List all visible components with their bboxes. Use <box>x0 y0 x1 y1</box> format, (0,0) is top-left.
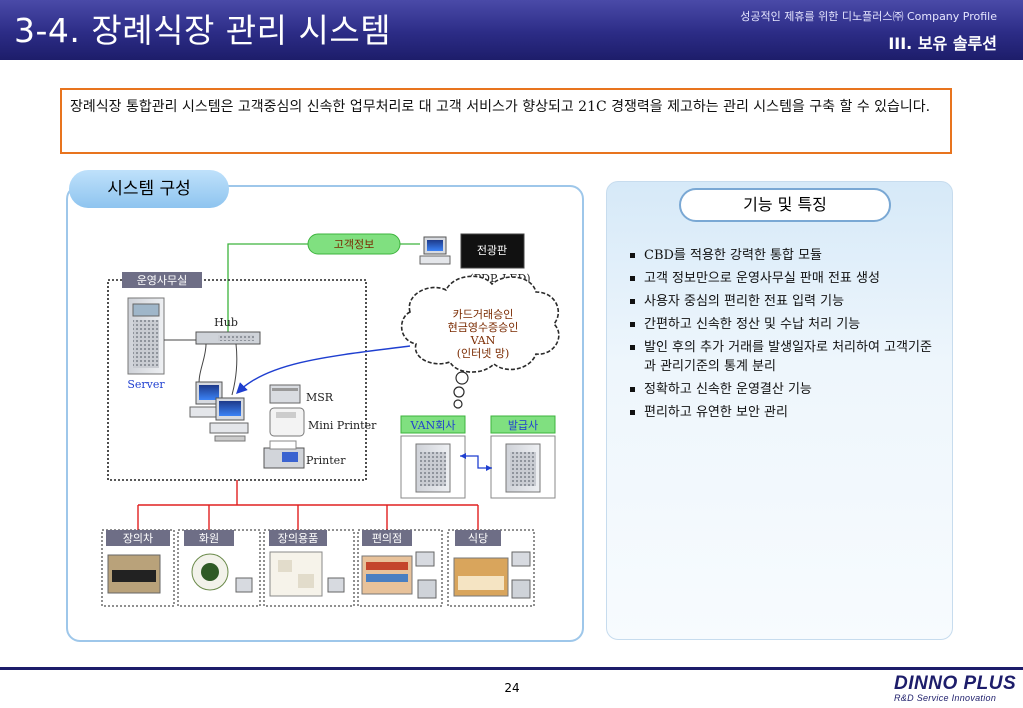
department-funeral-car: 장의차 <box>101 529 175 607</box>
page-title: 3-4. 장례식장 관리 시스템 <box>14 11 392 50</box>
department-label: 장의차 <box>123 532 153 545</box>
store-pc-icon <box>415 551 435 567</box>
feature-item: CBD를 적용한 강력한 통합 모듈 <box>628 246 938 265</box>
features-heading: 기능 및 특징 <box>743 195 827 214</box>
pos-terminal-icon <box>511 579 531 599</box>
intro-box: 장례식장 통합관리 시스템은 고객중심의 신속한 업무처리로 대 고객 서비스가… <box>60 88 952 154</box>
features-panel <box>606 181 953 640</box>
department-connectors <box>137 480 479 530</box>
customer-info-connector <box>227 243 420 342</box>
office-badge: 운영사무실 <box>122 272 202 288</box>
cloud-line-2: 현금영수증승인 <box>448 321 519 334</box>
mini-printer-icon <box>269 407 305 437</box>
feature-item: 편리하고 유연한 보안 관리 <box>628 403 938 422</box>
system-heading-pill: 시스템 구성 <box>69 170 229 208</box>
msr-icon <box>269 384 301 404</box>
van-issuer-link <box>460 453 492 471</box>
pos-terminal-icon <box>417 579 437 599</box>
issuer-server-icon <box>490 435 556 499</box>
cloud-line-1: 카드거래승인 <box>453 308 514 321</box>
hub-pc2-cable <box>231 343 238 396</box>
feature-item: 사용자 중심의 편리한 전표 입력 기능 <box>628 292 938 311</box>
office-pc-2-icon <box>209 397 249 442</box>
client-pc-icon <box>419 236 451 265</box>
feature-item: 정확하고 신속한 운영결산 기능 <box>628 380 938 399</box>
server-label: Server <box>127 378 165 391</box>
msr-label: MSR <box>306 391 334 404</box>
department-restaurant: 식당 <box>447 529 535 607</box>
department-florist: 화원 <box>177 529 261 607</box>
display-board-label: 전광판 <box>477 244 507 257</box>
hub-icon <box>195 331 261 345</box>
printer-label: Printer <box>306 454 346 467</box>
printer-icon <box>263 440 305 469</box>
office-label: 운영사무실 <box>137 274 188 287</box>
logo-text: DINNO PLUS <box>894 673 1017 694</box>
issuer-badge: 발급사 <box>490 415 556 434</box>
display-board-icon: 전광판 <box>460 233 525 269</box>
department-label: 편의점 <box>372 532 402 545</box>
customer-info-badge: 고객정보 <box>307 233 401 255</box>
cloud-line-3: VAN <box>470 334 496 347</box>
page-number: 24 <box>504 681 520 695</box>
features-heading-pill: 기능 및 특징 <box>679 188 891 222</box>
system-heading: 시스템 구성 <box>107 179 191 199</box>
company-logo: DINNO PLUS R&D Service Innovation <box>894 673 1016 703</box>
thought-bubbles <box>453 371 469 409</box>
van-server-icon <box>400 435 466 499</box>
company-subtitle: 성공적인 제휴를 위한 디노플러스㈜ Company Profile <box>740 10 997 23</box>
customer-info-label: 고객정보 <box>334 238 374 251</box>
features-list: CBD를 적용한 강력한 통합 모듈 고객 정보만으로 운영사무실 판매 전표 … <box>628 246 938 426</box>
logo-tagline: R&D Service Innovation <box>894 693 997 703</box>
cloud-line-4: (인터넷 망) <box>457 347 510 360</box>
office-area <box>107 279 367 481</box>
hub-label: Hub <box>214 316 238 329</box>
feature-item: 발인 후의 추가 거래를 발생일자로 처리하여 고객기준과 관리기준의 통계 분… <box>628 338 938 376</box>
pos-terminal-icon <box>327 577 345 593</box>
van-company-badge: VAN회사 <box>400 415 466 434</box>
header-bar <box>0 0 1023 60</box>
department-label: 장의용품 <box>278 532 318 545</box>
pos-terminal-icon <box>235 577 253 593</box>
department-label: 식당 <box>468 532 488 545</box>
section-label: III. 보유 솔루션 <box>888 34 997 53</box>
server-icon <box>127 297 165 375</box>
issuer-label: 발급사 <box>508 419 538 432</box>
van-to-office-arrow <box>236 345 411 394</box>
footer-divider <box>0 667 1023 670</box>
internet-cloud: 카드거래승인 현금영수증승인 VAN (인터넷 망) <box>400 275 560 373</box>
department-funeral-supplies: 장의용품 <box>263 529 355 607</box>
department-convenience-store: 편의점 <box>357 529 443 607</box>
intro-text: 장례식장 통합관리 시스템은 고객중심의 신속한 업무처리로 대 고객 서비스가… <box>70 99 931 115</box>
feature-item: 간편하고 신속한 정산 및 수납 처리 기능 <box>628 315 938 334</box>
department-label: 화원 <box>199 532 219 545</box>
van-company-label: VAN회사 <box>409 419 455 432</box>
mini-printer-label: Mini Printer <box>308 419 377 432</box>
restaurant-pc-icon <box>511 551 531 567</box>
feature-item: 고객 정보만으로 운영사무실 판매 전표 생성 <box>628 269 938 288</box>
supplies-photo <box>269 551 323 597</box>
